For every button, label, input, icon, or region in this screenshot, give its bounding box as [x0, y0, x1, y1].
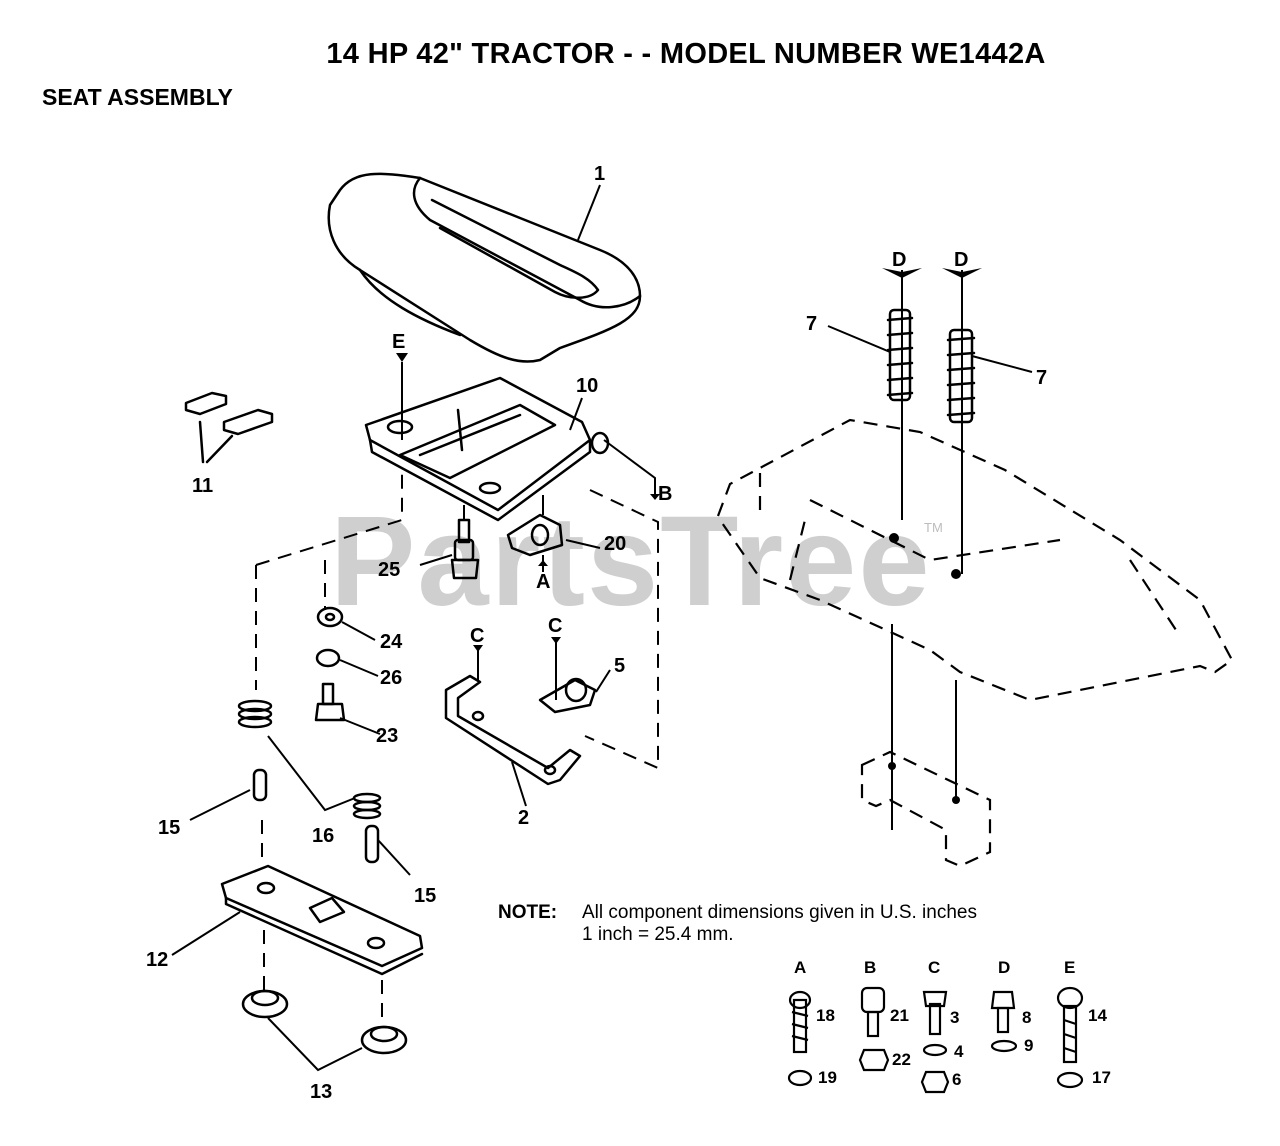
hardware-num-14: 14	[1088, 1006, 1107, 1025]
hardware-letter-A: A	[794, 958, 807, 977]
hardware-num-17: 17	[1092, 1068, 1111, 1087]
label-A: A	[536, 571, 551, 593]
callout-23: 23	[376, 725, 399, 747]
bumper-pads-part	[184, 391, 274, 464]
seat-pan-part	[220, 864, 424, 976]
hardware-num-19: 19	[818, 1068, 837, 1087]
callout-15-right: 15	[414, 885, 437, 907]
grommets-part	[241, 989, 408, 1055]
seat-cushion-part	[327, 172, 642, 363]
callout-26: 26	[380, 667, 403, 689]
shoulder-bolt-part	[450, 518, 480, 580]
callout-24: 24	[380, 631, 403, 653]
label-C-left: C	[470, 625, 485, 647]
fender-outline	[716, 418, 1234, 868]
label-B: B	[658, 483, 673, 505]
arrow-marks	[396, 268, 982, 804]
page-title: 14 HP 42" TRACTOR - - MODEL NUMBER WE144…	[326, 38, 1046, 70]
hardware-num-3: 3	[950, 1008, 960, 1027]
callout-15-left: 15	[158, 817, 181, 839]
hardware-num-4: 4	[954, 1042, 964, 1061]
hardware-num-18: 18	[816, 1006, 835, 1025]
nut-washer-bolt-stack	[314, 606, 346, 722]
label-D-left: D	[892, 249, 907, 271]
hardware-letter-D: D	[998, 958, 1011, 977]
note-line-1: All component dimensions given in U.S. i…	[582, 902, 977, 923]
pivot-bracket-part	[538, 677, 597, 714]
callout-25: 25	[378, 559, 401, 581]
callout-16: 16	[312, 825, 335, 847]
callout-20: 20	[604, 533, 627, 555]
bracket-part	[506, 513, 564, 557]
callout-2: 2	[518, 807, 530, 829]
dimension-note: NOTE: All component dimensions given in U…	[498, 902, 977, 946]
callout-12: 12	[146, 949, 169, 971]
callout-11: 11	[192, 475, 214, 497]
callout-7-left: 7	[806, 313, 818, 335]
hardware-letter-B: B	[864, 958, 877, 977]
hardware-key	[787, 986, 1084, 1094]
callout-13: 13	[310, 1081, 333, 1103]
watermark-tm: TM	[924, 520, 943, 535]
label-D-right: D	[954, 249, 969, 271]
alignment-lines	[255, 470, 659, 1020]
note-line-2: 1 inch = 25.4 mm.	[582, 924, 734, 945]
hardware-num-22: 22	[892, 1050, 911, 1069]
callout-1: 1	[594, 163, 606, 185]
hardware-num-8: 8	[1022, 1008, 1032, 1027]
label-E: E	[392, 331, 406, 353]
note-label: NOTE:	[498, 902, 558, 923]
hardware-letter-C: C	[928, 958, 941, 977]
section-title: SEAT ASSEMBLY	[42, 84, 233, 110]
callout-7-right: 7	[1036, 367, 1048, 389]
hardware-num-6: 6	[952, 1070, 962, 1089]
springs-part	[237, 699, 382, 820]
hardware-num-9: 9	[1024, 1036, 1034, 1055]
callout-10: 10	[576, 375, 599, 397]
hardware-letter-E: E	[1064, 958, 1076, 977]
seat-support-part	[444, 674, 582, 786]
sleeves-part	[252, 768, 380, 864]
hardware-num-21: 21	[890, 1006, 909, 1025]
label-C-right: C	[548, 615, 563, 637]
callout-5: 5	[614, 655, 626, 677]
